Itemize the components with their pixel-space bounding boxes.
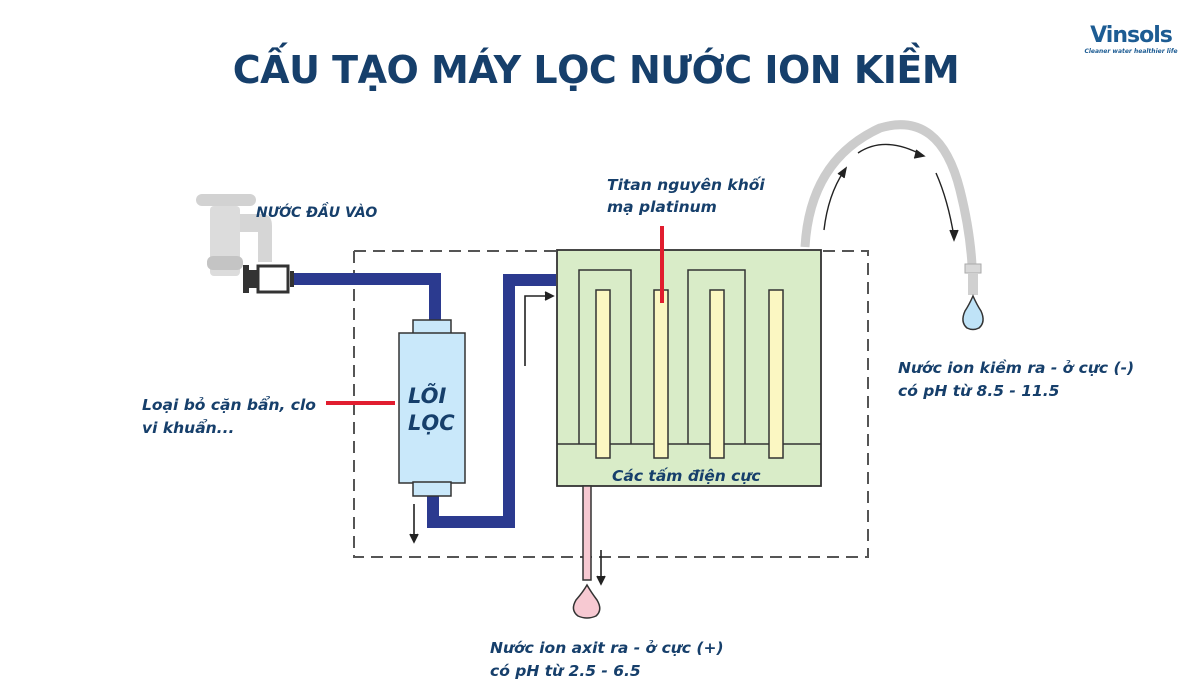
label-water-input: NƯỚC ĐẦU VÀO	[256, 205, 378, 221]
faucet-icon	[196, 194, 272, 276]
electrode-plate	[709, 289, 725, 459]
brand-tagline: Cleaner water healthier life	[1084, 48, 1178, 55]
pipe-filter-to-chamber	[427, 274, 556, 528]
label-filter-core-1: LÕI	[408, 384, 447, 408]
label-acid-1: Nước ion axit ra - ở cực (+)	[490, 639, 724, 657]
brand-name: Vinsols	[1090, 23, 1173, 48]
electrode-plate	[768, 289, 784, 459]
machine-boundary	[353, 250, 869, 558]
acid-outlet	[572, 485, 601, 619]
electrode-plate	[595, 289, 611, 459]
flow-arrow-acid	[596, 550, 606, 586]
valve-icon	[243, 264, 294, 294]
flow-arrow-into-chamber	[524, 291, 555, 366]
label-acid-2: có pH từ 2.5 - 6.5	[490, 662, 641, 680]
label-filter-desc-1: Loại bỏ cặn bẩn, clo	[142, 396, 316, 414]
alkaline-hose	[800, 120, 984, 331]
label-electrodes: Các tấm điện cực	[612, 467, 761, 485]
label-titan-2: mạ platinum	[607, 198, 717, 216]
filter-cartridge	[398, 319, 466, 497]
flow-arrows-alkaline	[823, 143, 959, 242]
label-filter-desc-2: vi khuẩn...	[142, 419, 235, 437]
brand-logo: Vinsols Cleaner water healthier life	[1076, 24, 1186, 56]
label-filter-core-2: LỌC	[408, 411, 455, 435]
label-alkaline-2: có pH từ 8.5 - 11.5	[898, 382, 1060, 400]
flow-arrow-down-filter	[409, 504, 419, 544]
label-alkaline-1: Nước ion kiềm ra - ở cực (-)	[898, 359, 1135, 377]
pipe-inlet	[294, 273, 441, 322]
electrode-plate	[653, 289, 669, 459]
label-titan-1: Titan nguyên khối	[607, 176, 765, 194]
diagram-title: CẤU TẠO MÁY LỌC NƯỚC ION KIỀM	[232, 48, 960, 92]
